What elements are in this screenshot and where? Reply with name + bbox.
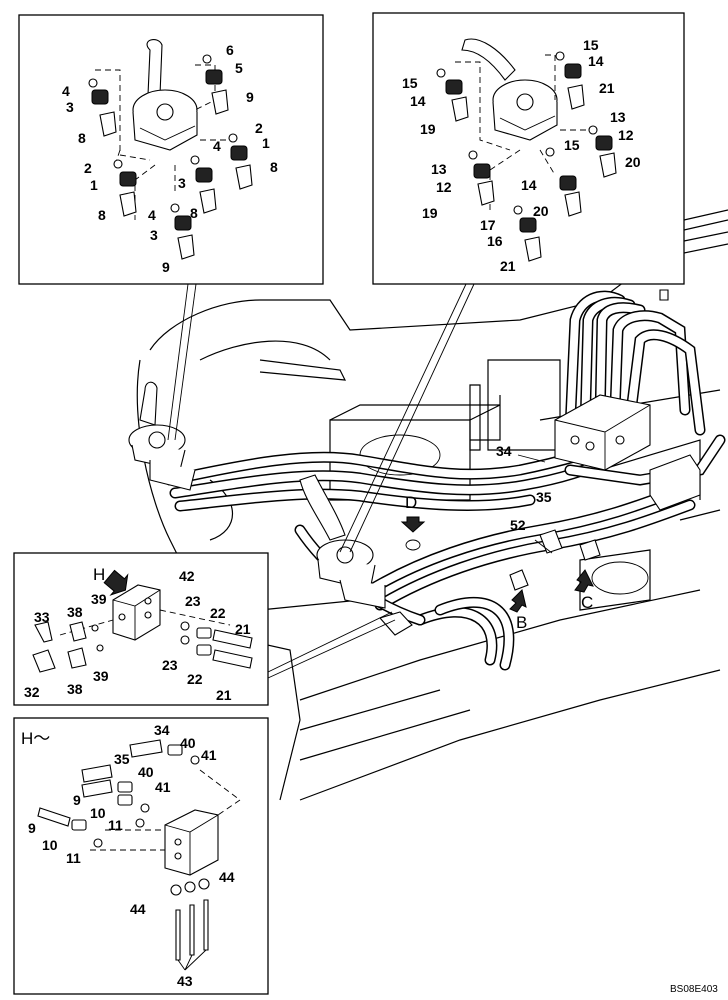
callout: 14 (521, 177, 537, 193)
view-letter-c: C (581, 593, 593, 612)
hose-bundle-left-lever (164, 444, 611, 512)
callout: 5 (235, 60, 243, 76)
callout: 21 (500, 258, 516, 274)
view-letter-d: D (405, 493, 417, 512)
view-letter-h-cont: H～ (21, 729, 50, 748)
callout: 15 (583, 37, 599, 53)
view-letter-b: B (516, 613, 527, 632)
callout: 14 (588, 53, 604, 69)
callout: 38 (67, 604, 83, 620)
callout: 4 (148, 207, 156, 223)
callout: 9 (246, 89, 254, 105)
callout: 13 (431, 161, 447, 177)
callout: 23 (162, 657, 178, 673)
callout: 3 (66, 99, 74, 115)
detail-box-h: H 42 33 38 39 23 22 21 32 38 39 23 22 21 (13, 552, 269, 706)
callout: 17 (480, 217, 496, 233)
callout: 41 (201, 747, 217, 763)
callout: 34 (496, 443, 512, 459)
right-pilot-lever-machine (299, 474, 413, 636)
callout: 21 (216, 687, 232, 703)
callout: 19 (422, 205, 438, 221)
left-pilot-lever-machine (128, 381, 196, 491)
callout: 10 (42, 837, 58, 853)
view-letter-h: H (93, 565, 105, 584)
callout: 8 (98, 207, 106, 223)
callout: 4 (62, 83, 70, 99)
valve-block-machine (554, 289, 701, 511)
callout: 3 (178, 175, 186, 191)
callout: 11 (66, 850, 81, 866)
callout: 22 (210, 605, 226, 621)
callout: 8 (270, 159, 278, 175)
clamp-markers (400, 516, 601, 613)
callout: 35 (536, 489, 552, 505)
callout: 2 (84, 160, 92, 176)
callout: 34 (154, 722, 170, 738)
callout: 11 (108, 817, 123, 833)
detail-box-left-lever: 4 3 8 6 5 9 2 4 1 2 1 3 8 8 4 8 3 9 (18, 14, 324, 285)
callout: 2 (255, 120, 263, 136)
callout: 22 (187, 671, 203, 687)
callout: 15 (402, 75, 418, 91)
detail-box-right-lever: 15 15 14 14 21 19 13 12 15 20 13 12 14 1… (372, 12, 685, 285)
callout: 40 (138, 764, 154, 780)
callout: 14 (410, 93, 426, 109)
callout: 44 (130, 901, 146, 917)
callout: 39 (91, 591, 107, 607)
callout: 8 (190, 205, 198, 221)
callout: 43 (177, 973, 193, 989)
callout: 44 (219, 869, 235, 885)
callout: 1 (90, 177, 98, 193)
callout: 21 (235, 621, 251, 637)
callout: 21 (599, 80, 615, 96)
callout: 23 (185, 593, 201, 609)
callout: 33 (34, 609, 50, 625)
callout: 9 (162, 259, 170, 275)
callout: 12 (436, 179, 452, 195)
machine-callouts: 34 35 52 D B C (405, 443, 593, 632)
drawing-code: BS08E403 (670, 984, 718, 995)
callout: 20 (625, 154, 641, 170)
callout: 15 (564, 137, 580, 153)
callout: 32 (24, 684, 40, 700)
callout: 6 (226, 42, 234, 58)
callout: 10 (90, 805, 106, 821)
callout: 9 (73, 792, 81, 808)
callout: 52 (510, 517, 526, 533)
callout: 39 (93, 668, 109, 684)
callout: 41 (155, 779, 171, 795)
leader-lines (167, 283, 475, 679)
callout: 42 (179, 568, 195, 584)
callout: 16 (487, 233, 503, 249)
callout: 40 (180, 735, 196, 751)
hose-bundle-valve-stack (564, 290, 726, 486)
callout: 9 (28, 820, 36, 836)
callout: 19 (420, 121, 436, 137)
callout: 8 (78, 130, 86, 146)
callout: 1 (262, 135, 270, 151)
detail-box-h-continued: H～ 34 40 41 35 40 9 41 (13, 717, 269, 995)
callout: 35 (114, 751, 130, 767)
callout: 38 (67, 681, 83, 697)
callout: 3 (150, 227, 158, 243)
callout: 4 (213, 138, 221, 154)
callout: 13 (610, 109, 626, 125)
callout: 12 (618, 127, 634, 143)
callout: 20 (533, 203, 549, 219)
